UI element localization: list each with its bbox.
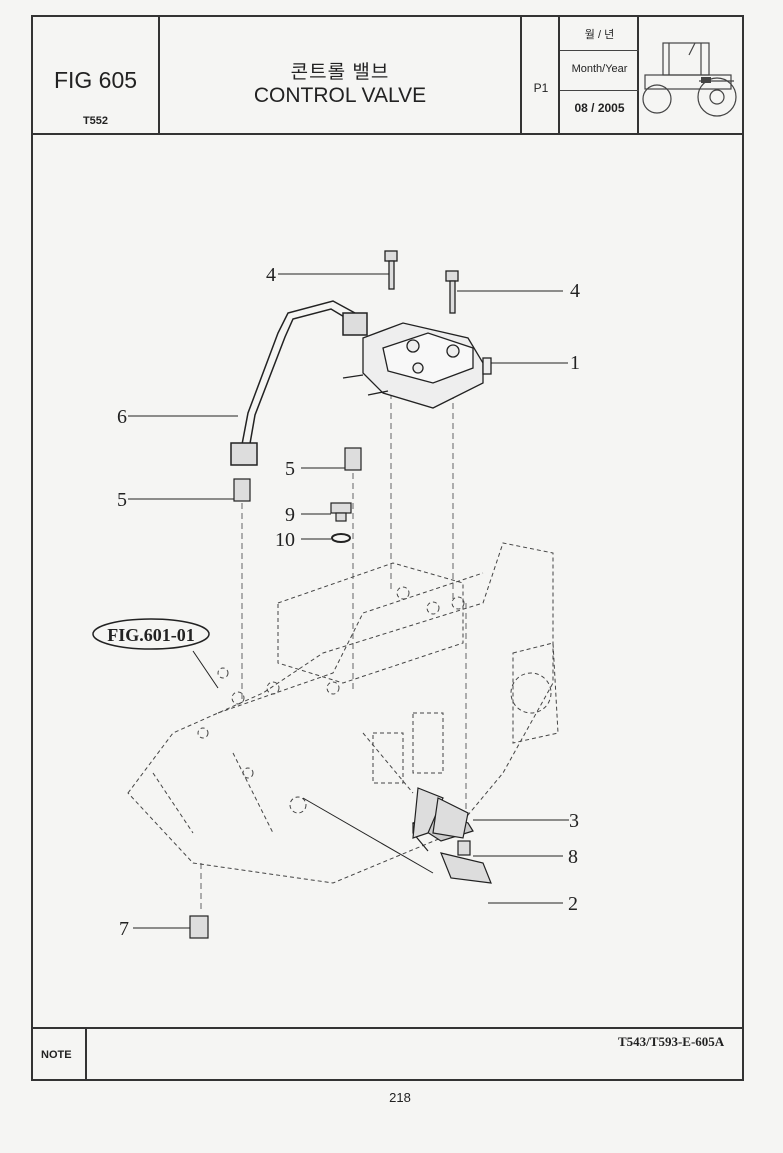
page-number: 218 — [389, 1090, 411, 1105]
callout-4: 4 — [570, 280, 580, 302]
fig-cell — [33, 17, 160, 133]
title-english: CONTROL VALVE — [253, 84, 427, 107]
drawing-code: T543/T593-E-605A — [618, 1034, 725, 1049]
callout-9: 9 — [285, 504, 295, 526]
callout-10: 10 — [275, 529, 295, 551]
callout-4: 4 — [266, 264, 276, 286]
housing-outline — [127, 542, 559, 884]
title-korean: 콘트롤 밸브 — [290, 62, 390, 83]
callout-1: 1 — [570, 352, 580, 374]
pipe — [230, 300, 368, 466]
title-cell — [160, 17, 522, 133]
page-cell — [522, 17, 560, 133]
page-label: P1 — [533, 81, 549, 95]
note-row: NOTE — [33, 1027, 742, 1081]
small-parts — [189, 447, 492, 939]
leader-lines — [128, 273, 569, 929]
date-divider — [560, 90, 639, 91]
note-label-cell: NOTE — [33, 1029, 87, 1081]
date-divider — [560, 50, 639, 51]
model-code: T552 — [82, 115, 109, 127]
note-label: NOTE — [41, 1049, 72, 1061]
callout-8: 8 — [568, 846, 578, 868]
fig-number: FIG 605 — [53, 67, 138, 93]
date-korean-label: 월 / 년 — [584, 29, 615, 41]
callout-6: 6 — [117, 406, 127, 428]
page-frame: FIG 605 T552 콘트롤 밸브 CONTROL VALVE P1 월 /… — [31, 15, 744, 1081]
tractor-icon — [642, 42, 737, 117]
exploded-diagram: FIG.601-01 4 4 1 6 5 5 9 10 3 8 2 7 T543… — [33, 133, 742, 1049]
date-cell — [560, 17, 639, 133]
title-block: FIG 605 T552 콘트롤 밸브 CONTROL VALVE P1 월 /… — [33, 17, 742, 135]
callout-5: 5 — [285, 458, 295, 480]
date-label: Month/Year — [571, 63, 628, 75]
reference-label: FIG.601-01 — [107, 625, 195, 645]
callout-3: 3 — [569, 810, 579, 832]
callout-2: 2 — [568, 893, 578, 915]
bolts — [384, 250, 459, 314]
date-value: 08 / 2005 — [574, 101, 625, 115]
control-valve-body — [342, 322, 492, 409]
assembly-lines — [200, 363, 467, 913]
reference-callout: FIG.601-01 — [92, 618, 210, 650]
callout-5: 5 — [117, 489, 127, 511]
callout-7: 7 — [119, 918, 129, 940]
